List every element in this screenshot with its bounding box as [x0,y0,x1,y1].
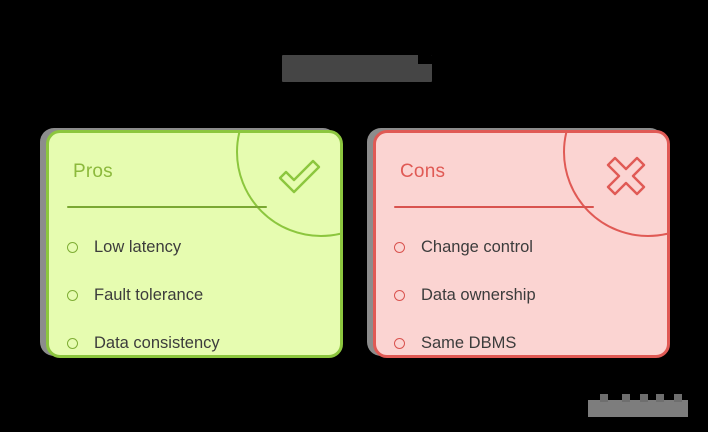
pros-card[interactable]: Pros Low latency Fault tolerance Data co… [40,128,343,358]
watermark-bar [588,400,688,417]
bullet-circle-icon [394,289,405,301]
cons-list: Change control Data ownership Same DBMS [394,223,657,355]
pros-card-title: Pros [73,161,113,182]
watermark-tick [640,394,648,402]
watermark-tick [622,394,630,402]
list-item-label: Data consistency [94,333,220,352]
page-title-redacted [282,55,432,82]
cons-card-body: Cons Change control Data ownership Same … [373,130,670,358]
pros-card-body: Pros Low latency Fault tolerance Data co… [46,130,343,358]
pros-list: Low latency Fault tolerance Data consist… [67,223,330,355]
watermark-tick [656,394,664,402]
list-item[interactable]: Same DBMS [394,319,657,355]
pros-card-divider [67,206,267,208]
cross-icon [597,147,655,205]
list-item-label: Fault tolerance [94,285,204,304]
list-item[interactable]: Fault tolerance [67,271,330,319]
bullet-circle-icon [67,241,78,253]
list-item[interactable]: Change control [394,223,657,271]
list-item-label: Low latency [94,237,182,256]
check-icon [270,147,328,205]
list-item-label: Data ownership [421,285,536,304]
list-item[interactable]: Low latency [67,223,330,271]
watermark-redacted [588,394,688,418]
watermark-tick [600,394,608,402]
bullet-circle-icon [394,337,405,349]
list-item-label: Same DBMS [421,333,517,352]
watermark-tick [674,394,682,402]
bullet-circle-icon [67,289,78,301]
cons-card-title: Cons [400,161,446,182]
cons-card-divider [394,206,594,208]
list-item[interactable]: Data consistency [67,319,330,355]
bullet-circle-icon [394,241,405,253]
bullet-circle-icon [67,337,78,349]
list-item-label: Change control [421,237,533,256]
list-item[interactable]: Data ownership [394,271,657,319]
cons-card[interactable]: Cons Change control Data ownership Same … [367,128,670,358]
